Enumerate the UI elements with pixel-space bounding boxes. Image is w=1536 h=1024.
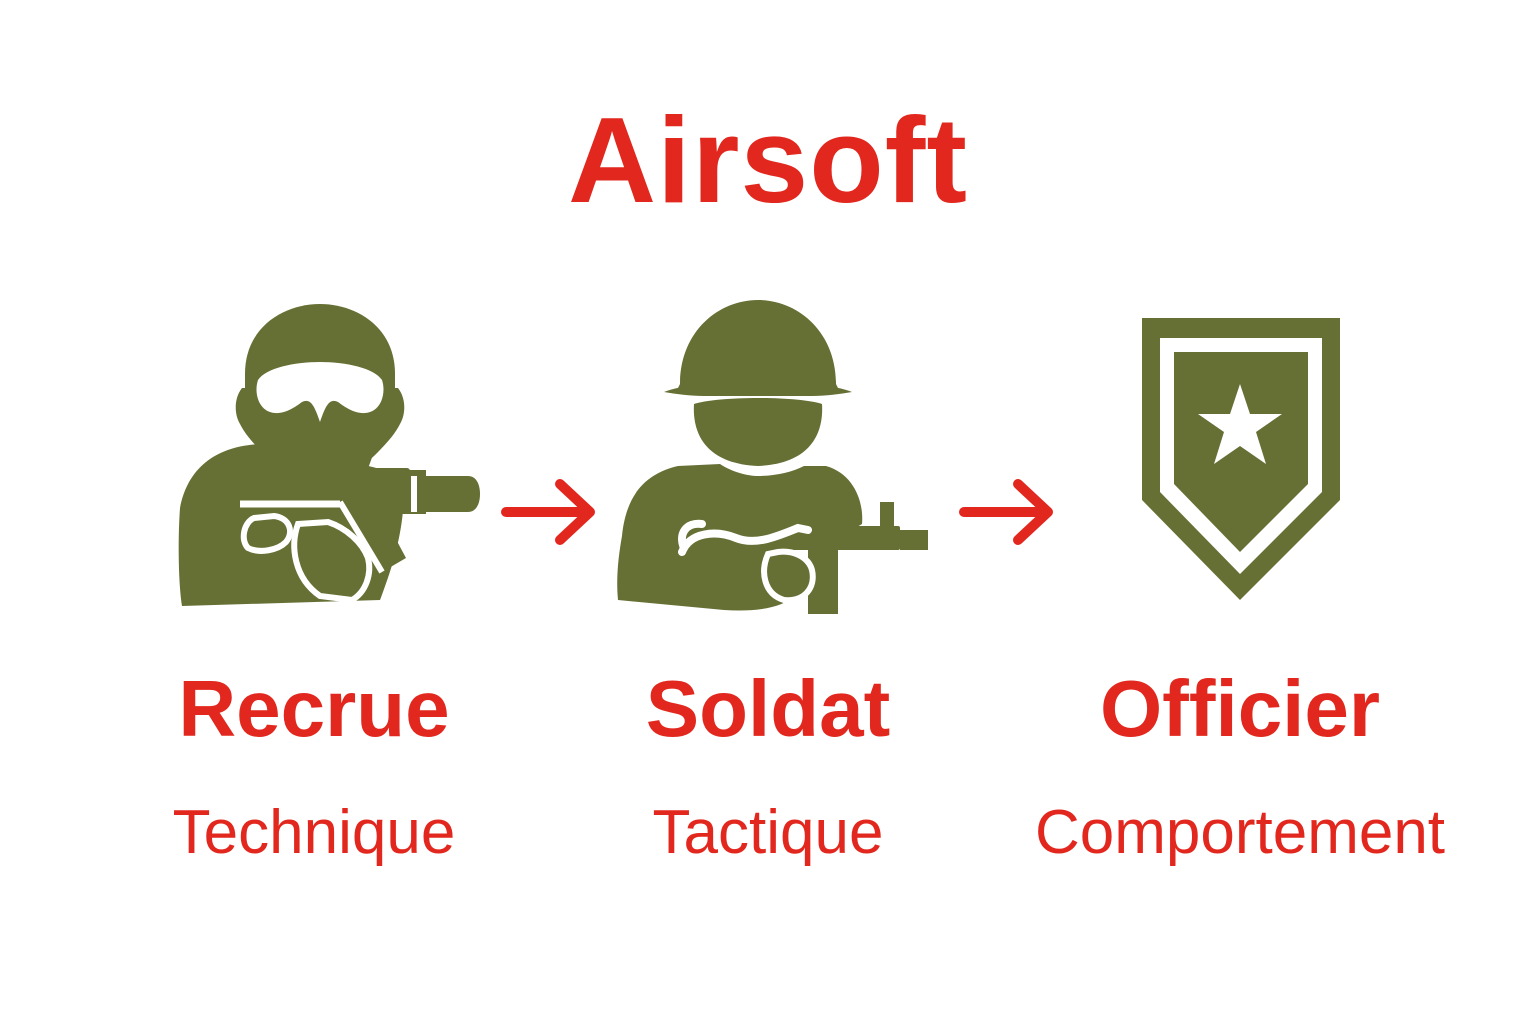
arrow-right-icon — [959, 479, 1053, 545]
stage-skill-comportement: Comportement — [1034, 798, 1446, 867]
stage-skill-tactique: Tactique — [652, 798, 884, 867]
arrow-right-icon — [501, 479, 595, 545]
stage-skill-technique: Technique — [172, 798, 456, 867]
stage-name-officier: Officier — [1099, 664, 1381, 753]
stage-name-recrue: Recrue — [178, 664, 450, 753]
page-title: Airsoft — [567, 92, 969, 228]
helmeted-soldier-with-rifle-icon — [617, 300, 928, 614]
stage-name-soldat: Soldat — [645, 664, 891, 753]
shield-star-icon — [1142, 318, 1340, 600]
masked-soldier-with-rifle-icon — [178, 304, 480, 606]
